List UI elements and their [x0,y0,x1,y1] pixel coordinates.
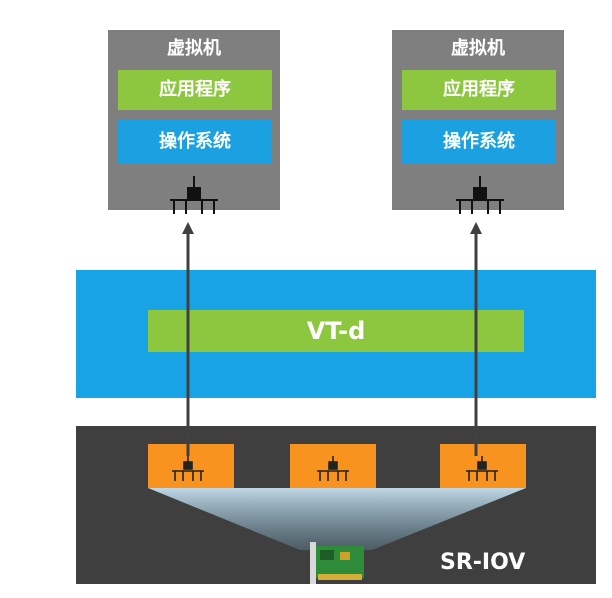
application-block: 应用程序 [118,70,272,110]
operating-system-block: 操作系统 [118,120,272,164]
arrow-vm2 [470,222,482,456]
vf3-port-icon [466,456,498,481]
vf1-port-icon [172,456,204,481]
vf2-port-icon [317,456,349,481]
vm1-port-icon [170,176,218,214]
arrow-vm1 [182,222,194,456]
network-card-icon [310,542,364,584]
virtual-machine-2: 虚拟机 应用程序 操作系统 [392,30,564,210]
sriov-label: SR-IOV [440,550,526,575]
vm-title: 虚拟机 [451,38,505,59]
vm-title: 虚拟机 [167,38,221,59]
vm2-port-icon [456,176,504,214]
application-block: 应用程序 [402,70,556,110]
vtd-bar: VT-d [148,310,524,352]
fan-beam [148,488,526,550]
operating-system-block: 操作系统 [402,120,556,164]
